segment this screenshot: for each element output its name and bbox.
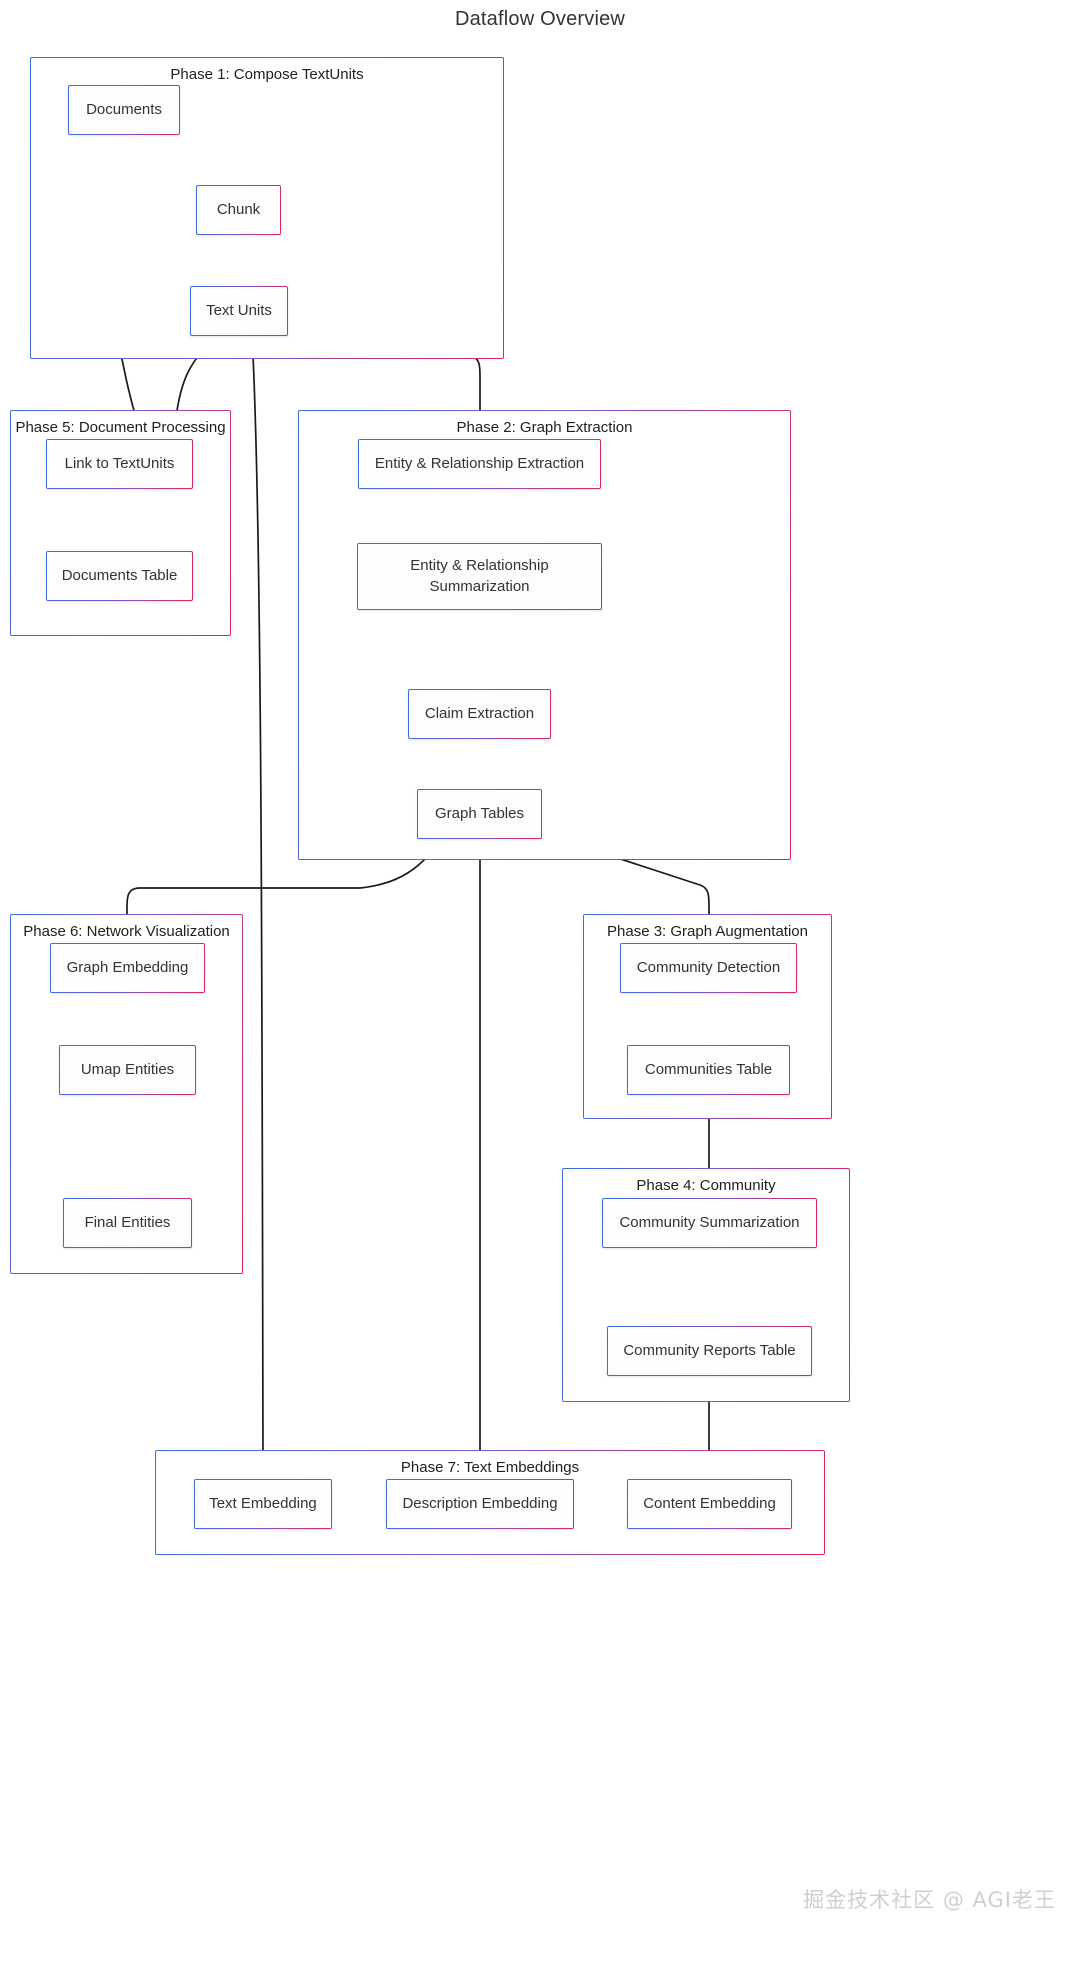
node-entity-relationship-extraction[interactable]: Entity & Relationship Extraction — [358, 439, 601, 489]
node-community-reports-table[interactable]: Community Reports Table — [607, 1326, 812, 1376]
node-documents-table-label: Documents Table — [61, 566, 178, 584]
phase-7-label: Phase 7: Text Embeddings — [400, 1459, 580, 1476]
phase-2-label: Phase 2: Graph Extraction — [456, 419, 633, 436]
node-communities-table-label: Communities Table — [644, 1060, 773, 1078]
node-text-units[interactable]: Text Units — [190, 286, 288, 336]
node-chunk-label: Chunk — [216, 200, 261, 218]
watermark: 掘金技术社区 @ AGI老王 — [803, 1888, 1056, 1912]
phase-1-label: Phase 1: Compose TextUnits — [170, 66, 364, 83]
node-entity-relationship-summarization[interactable]: Entity & Relationship Summarization — [357, 543, 602, 610]
node-text-embedding[interactable]: Text Embedding — [194, 1479, 332, 1529]
node-communities-table[interactable]: Communities Table — [627, 1045, 790, 1095]
node-graph-embedding[interactable]: Graph Embedding — [50, 943, 205, 993]
phase-3-label: Phase 3: Graph Augmentation — [607, 923, 808, 940]
node-text-embedding-label: Text Embedding — [209, 1494, 317, 1512]
node-claim-extraction[interactable]: Claim Extraction — [408, 689, 551, 739]
node-documents-label: Documents — [86, 100, 162, 118]
edge-textunits-text-embedding — [251, 334, 263, 1478]
node-umap-entities[interactable]: Umap Entities — [59, 1045, 196, 1095]
node-content-embedding[interactable]: Content Embedding — [627, 1479, 792, 1529]
page-title: Dataflow Overview — [454, 8, 626, 30]
node-community-detection-label: Community Detection — [636, 958, 781, 976]
node-final-entities-label: Final Entities — [84, 1213, 171, 1231]
phase-4-label: Phase 4: Community — [636, 1177, 776, 1194]
node-graph-tables[interactable]: Graph Tables — [417, 789, 542, 839]
node-graph-embedding-label: Graph Embedding — [66, 958, 189, 976]
node-entity-relationship-summarization-label-line1: Entity & Relationship — [410, 557, 549, 575]
node-final-entities[interactable]: Final Entities — [63, 1198, 192, 1248]
node-entity-relationship-extraction-label: Entity & Relationship Extraction — [374, 454, 585, 472]
node-description-embedding-label: Description Embedding — [402, 1494, 558, 1512]
node-community-summarization[interactable]: Community Summarization — [602, 1198, 817, 1248]
node-text-units-label: Text Units — [206, 301, 272, 319]
node-documents-table[interactable]: Documents Table — [46, 551, 193, 601]
node-entity-relationship-summarization-label-line2: Summarization — [429, 577, 530, 595]
node-graph-tables-label: Graph Tables — [435, 804, 524, 822]
node-chunk[interactable]: Chunk — [196, 185, 281, 235]
node-content-embedding-label: Content Embedding — [643, 1494, 776, 1512]
node-description-embedding[interactable]: Description Embedding — [386, 1479, 574, 1529]
phase-5-label: Phase 5: Document Processing — [15, 419, 226, 436]
node-community-detection[interactable]: Community Detection — [620, 943, 797, 993]
node-community-reports-table-label: Community Reports Table — [623, 1341, 796, 1359]
node-umap-entities-label: Umap Entities — [80, 1060, 175, 1078]
node-claim-extraction-label: Claim Extraction — [424, 704, 535, 722]
node-documents[interactable]: Documents — [68, 85, 180, 135]
node-link-to-textunits-label: Link to TextUnits — [64, 454, 175, 472]
node-community-summarization-label: Community Summarization — [619, 1213, 800, 1231]
phase-6-label: Phase 6: Network Visualization — [23, 923, 230, 940]
node-link-to-textunits[interactable]: Link to TextUnits — [46, 439, 193, 489]
